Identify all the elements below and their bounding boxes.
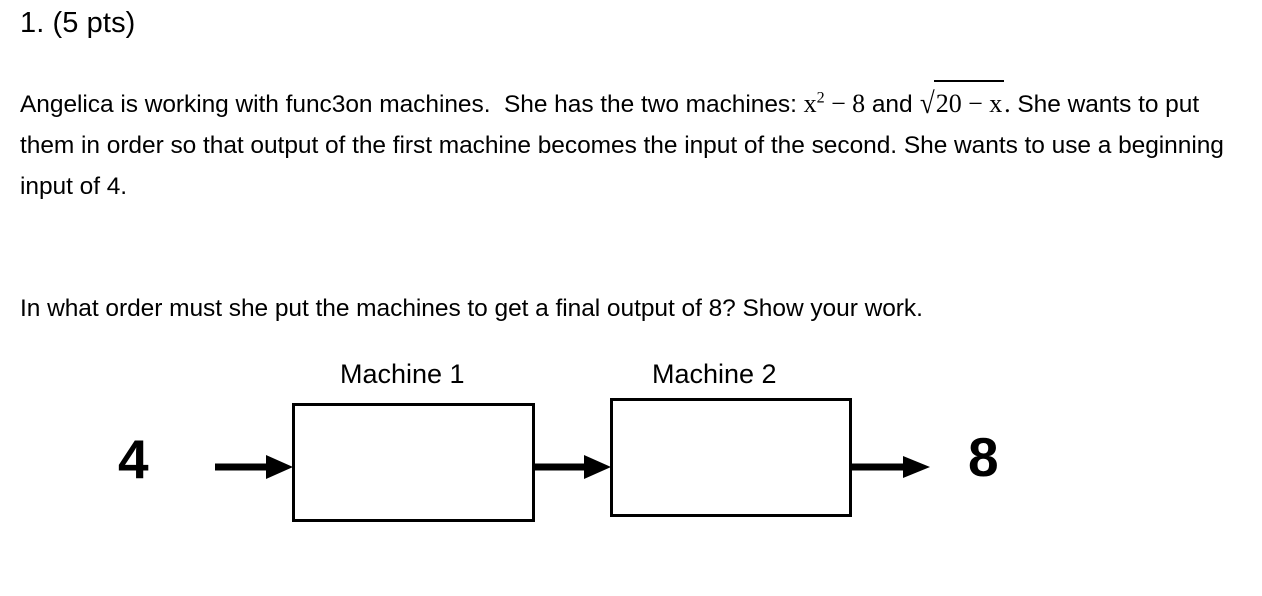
- expression-quadratic-rest: − 8: [831, 89, 866, 118]
- arrow-input-to-machine-1: [214, 452, 294, 487]
- machine-diagram: Machine 1 Machine 2 4 8: [0, 340, 1262, 550]
- arrow-machine-2-to-output: [851, 452, 931, 487]
- prompt-sentence-2: She wants to put them in order so that o…: [20, 91, 1200, 159]
- prompt-sentence-1b: She has the two machines:: [503, 91, 797, 118]
- question-paragraph: In what order must she put the machines …: [20, 295, 923, 322]
- prompt-sentence-1a: Angelica is working with func3on machine…: [20, 91, 491, 118]
- machine-2-box[interactable]: [610, 398, 852, 517]
- machine-1-box[interactable]: [292, 403, 535, 522]
- expression-quadratic: x2 − 8: [804, 89, 865, 118]
- machine-1-label: Machine 1: [340, 359, 465, 389]
- expression-radical-trailing: .: [1004, 89, 1011, 118]
- prompt-conjunction: and: [871, 91, 913, 118]
- arrow-machine-1-to-machine-2: [534, 452, 612, 487]
- page-title: 1. (5 pts): [20, 7, 136, 39]
- expression-quadratic-exponent: 2: [816, 89, 825, 107]
- machine-2-label: Machine 2: [652, 359, 777, 389]
- expression-radical-radicand: 20 − x: [933, 80, 1005, 124]
- prompt-paragraph: Angelica is working with func3on machine…: [20, 80, 1250, 207]
- radical-sign-icon: √: [920, 87, 935, 120]
- expression-quadratic-base: x: [803, 89, 817, 118]
- prompt-sentence-3: second. She wants to use a beginning inp…: [20, 132, 1224, 200]
- output-value: 8: [968, 426, 999, 488]
- input-value: 4: [118, 428, 149, 490]
- expression-radical: √20 − x: [919, 80, 1005, 124]
